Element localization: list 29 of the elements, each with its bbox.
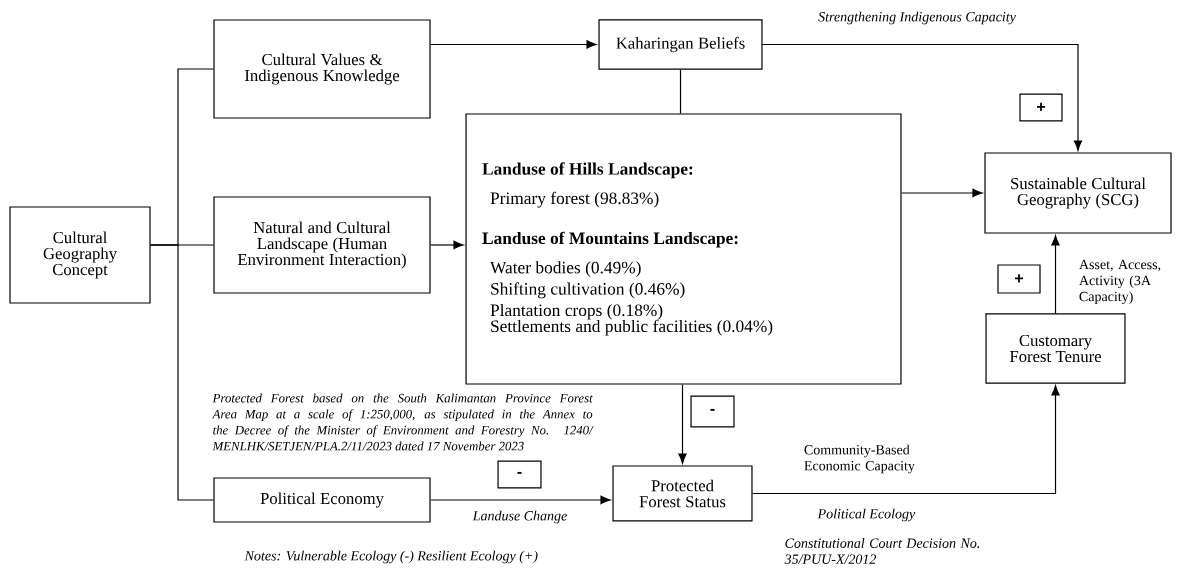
process-box: Cultural Values & Indigenous Knowledge bbox=[213, 19, 431, 119]
sign-box: + bbox=[1019, 93, 1063, 122]
arrow bbox=[900, 188, 983, 198]
landuse-box: Landuse of Hills Landscape: Primary forest (98.83%) Landuse of Mountains Landscape: Water bodies (0.49%) Shifting cultivation (0.46%) Plantation crops (0.18%) Settlements and public facilities (0.04%) bbox=[465, 113, 902, 385]
arrow bbox=[678, 384, 687, 464]
note-text: Protected Forest based on the South Kalimantan Province Forest Area Map at a scale of 1:250,000, as stipulated in the Annex to the Decree of the Minister of Environment and Forestry No. 1240/ MENLHK/SETJEN/PLA.2/11/2023 dated 17 November 2023 bbox=[211, 393, 594, 451]
arrow bbox=[762, 43, 1083, 151]
edge-label: Landuse Change bbox=[472, 510, 567, 524]
process-box: Political Economy bbox=[213, 477, 431, 523]
edge-label: Asset, Access, Activity (3A Capacity) bbox=[1079, 259, 1161, 305]
annotation-text: Constitutional Court Decision No. 35/PUU-X/2012 bbox=[784, 538, 980, 564]
notes-text: Notes: Vulnerable Ecology (-) Resilient Ecology (+) bbox=[244, 550, 538, 564]
process-box: Kaharingan Beliefs bbox=[598, 19, 763, 70]
sign-box: - bbox=[497, 460, 542, 489]
arrow bbox=[430, 495, 611, 505]
sign-box: - bbox=[690, 395, 735, 428]
process-box: Sustainable Cultural Geography (SCG) bbox=[984, 152, 1172, 234]
edge-label: Strengthening Indigenous Capacity bbox=[818, 11, 1016, 25]
annotation-text: Political Ecology bbox=[817, 508, 916, 522]
arrow bbox=[1051, 235, 1060, 314]
arrow bbox=[430, 240, 464, 250]
arrow bbox=[752, 385, 1060, 495]
process-box: Natural and Cultural Landscape (Human Environment Interaction) bbox=[213, 196, 431, 294]
process-box: Customary Forest Tenure bbox=[985, 313, 1126, 384]
edge-label: Community-Based Economic Capacity bbox=[804, 444, 915, 474]
process-box: Protected Forest Status bbox=[612, 465, 753, 522]
process-box: Cultural Geography Concept bbox=[9, 206, 151, 304]
sign-box: + bbox=[997, 264, 1041, 294]
arrow bbox=[430, 40, 597, 49]
